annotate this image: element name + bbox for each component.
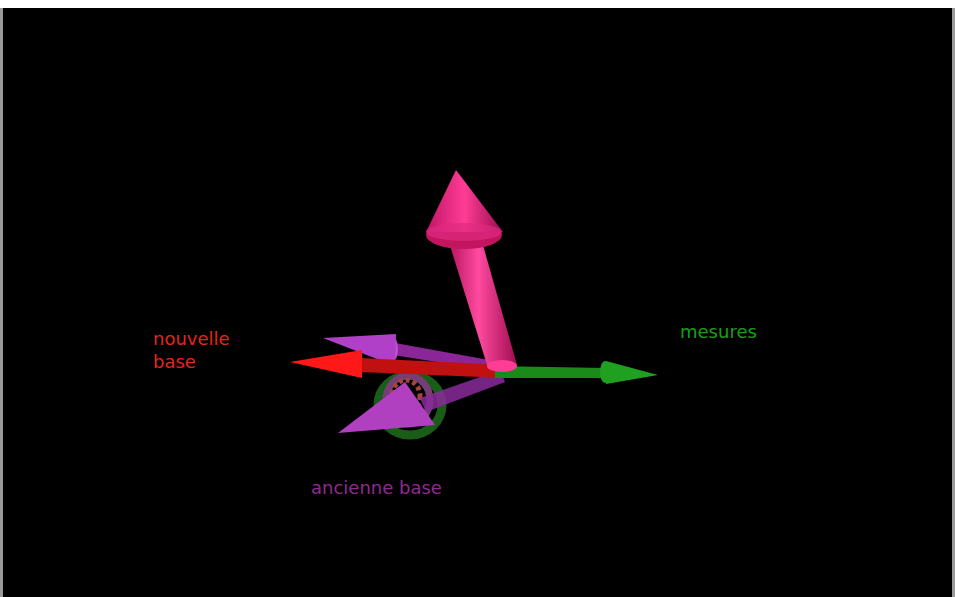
measures-arrow: [495, 361, 658, 384]
old-basis-arrow: [338, 370, 505, 433]
top-strip: [0, 0, 955, 8]
pink-axis-arrow: [426, 170, 517, 372]
axis-label: mesures: [680, 320, 790, 343]
axis-label: nouvelle base: [153, 327, 248, 374]
axis-label: ancienne base: [311, 476, 471, 499]
frame-edge: [952, 8, 955, 597]
frame-edge: [0, 8, 3, 597]
viewport-background: [0, 8, 955, 597]
new-basis-arrow: [290, 350, 505, 378]
